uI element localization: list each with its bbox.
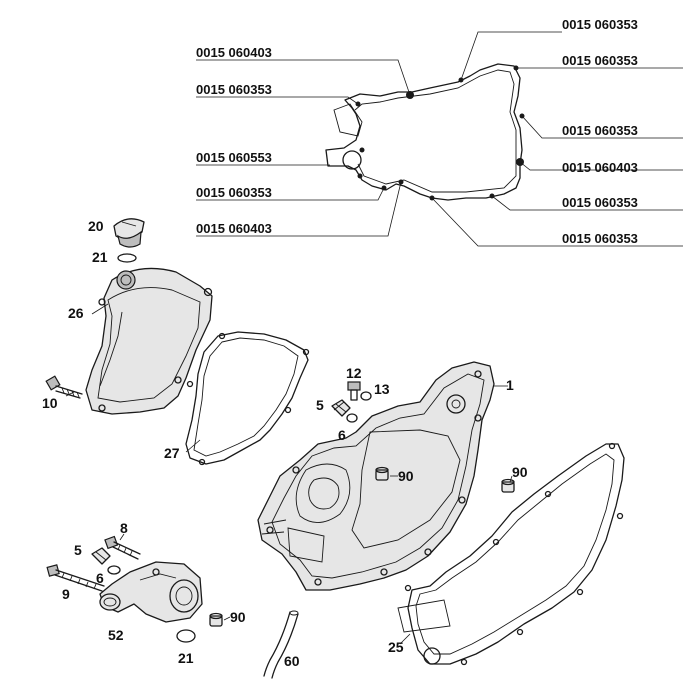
bolt-9-part (46, 564, 105, 592)
dowel-pin-90-a-part (375, 466, 389, 481)
callout-90-lower: 90 (230, 609, 246, 625)
part-code-label-left-2: 0015 060353 (196, 82, 272, 97)
callout-90-middle: 90 (398, 468, 414, 484)
o-ring-part (117, 253, 137, 263)
callout-90-right: 90 (512, 464, 528, 480)
washer-13-part (360, 391, 372, 401)
seal-6-lower-part (107, 565, 121, 575)
bolt-10-part (45, 375, 83, 399)
callout-8: 8 (120, 520, 128, 536)
part-code-label-left-1: 0015 060403 (196, 45, 272, 60)
part-code-label-right-6: 0015 060353 (562, 231, 638, 246)
callout-13: 13 (374, 381, 390, 397)
part-code-label-left-4: 0015 060353 (196, 185, 272, 200)
callout-12: 12 (346, 365, 362, 381)
part-code-label-top-right-2: 0015 060353 (562, 53, 638, 68)
callout-5-upper: 5 (316, 397, 324, 413)
part-code-label-left-3: 0015 060553 (196, 150, 272, 165)
callout-20: 20 (88, 218, 104, 234)
bolt-8-part (104, 535, 141, 560)
callout-21-lower: 21 (178, 650, 194, 666)
gasket-25-part (397, 442, 625, 666)
o-ring-lower-part (176, 629, 196, 643)
plug-5-upper-part (331, 399, 351, 417)
callout-60: 60 (284, 653, 300, 669)
part-code-label-right-5: 0015 060353 (562, 195, 638, 210)
callout-9: 9 (62, 586, 70, 602)
part-code-leaders (196, 31, 683, 247)
callout-10: 10 (42, 395, 58, 411)
callout-5-lower: 5 (74, 542, 82, 558)
part-code-label-right-3: 0015 060353 (562, 123, 638, 138)
top-gasket-detail (325, 63, 525, 201)
plug-5-lower-part (91, 547, 111, 565)
part-code-label-top-right-1: 0015 060353 (562, 17, 638, 32)
screw-12-part (347, 381, 361, 401)
callout-1: 1 (506, 377, 514, 393)
filler-plug-part (113, 218, 145, 248)
clutch-cover-part (85, 267, 213, 415)
dowel-pin-90-c-part (209, 612, 223, 627)
pump-housing-52-part (99, 561, 203, 623)
callout-6-lower: 6 (96, 570, 104, 586)
callout-26: 26 (68, 305, 84, 321)
dowel-pin-90-b-part (501, 478, 515, 493)
callout-52: 52 (108, 627, 124, 643)
seal-6-upper-part (346, 413, 358, 423)
callout-25: 25 (388, 639, 404, 655)
part-code-label-left-5: 0015 060403 (196, 221, 272, 236)
part-code-label-right-4: 0015 060403 (562, 160, 638, 175)
callout-leaders (65, 303, 513, 645)
callout-6-upper: 6 (338, 427, 346, 443)
hose-60-part (263, 610, 299, 679)
gasket-27-part (185, 331, 310, 466)
callout-27: 27 (164, 445, 180, 461)
callout-21-upper: 21 (92, 249, 108, 265)
